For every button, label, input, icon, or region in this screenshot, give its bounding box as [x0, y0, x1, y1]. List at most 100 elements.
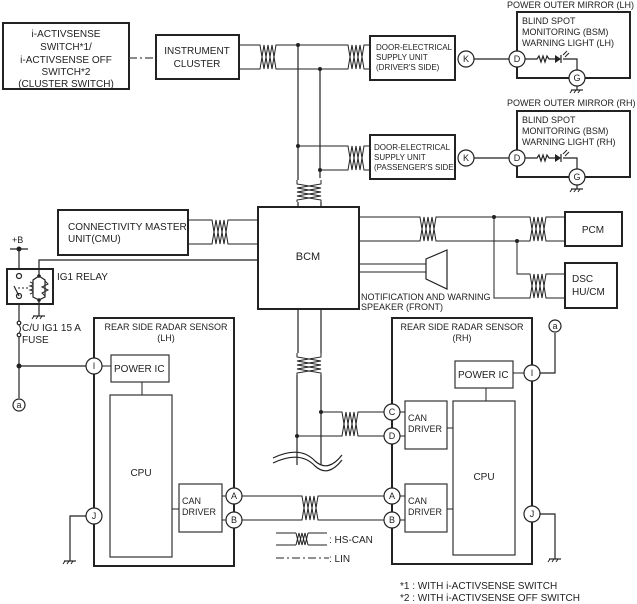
legend: : HS-CAN : LIN — [276, 532, 373, 565]
switch-label-4: SWITCH*2 — [42, 67, 91, 78]
legend-lin: : LIN — [276, 554, 350, 565]
switch-label-1: i-ACTIVSENSE — [32, 29, 101, 40]
door-passenger-label-2: SUPPLY UNIT — [374, 153, 426, 162]
plus-b-label: +B — [12, 235, 23, 245]
cmu-label-1: CONNECTIVITY MASTER — [68, 222, 187, 233]
svg-text:B: B — [389, 515, 395, 525]
footnote-1: *1 : WITH i-ACTIVSENSE SWITCH — [400, 581, 557, 592]
junction-a-right — [548, 319, 562, 333]
hs-can-bus-upper — [296, 43, 370, 207]
power-supply-circuit: +B IG1 RELAY C/U IG1 15 A FUSE a — [6, 235, 258, 412]
switch-label-3: i-ACTIVSENSE OFF — [20, 55, 112, 66]
bcm-label: BCM — [296, 251, 320, 263]
radar-rh-cpu: CPU — [473, 472, 494, 483]
hs-can-cluster — [239, 44, 370, 70]
pcm-label: PCM — [582, 225, 604, 236]
door-driver-label-2: SUPPLY UNIT — [376, 53, 428, 62]
svg-text:I: I — [531, 368, 534, 378]
bcm-module: BCM — [257, 206, 360, 310]
svg-text:a: a — [16, 400, 21, 410]
mirror-rh-module: POWER OUTER MIRROR (RH) BLIND SPOT MONIT… — [507, 98, 636, 193]
door-unit-driver: DOOR-ELECTRICAL SUPPLY UNIT (DRIVER'S SI… — [369, 35, 475, 81]
legend-lin-label: : LIN — [329, 554, 350, 565]
connector-a-rh — [383, 487, 401, 505]
hs-can-bus-lower — [272, 309, 384, 472]
connector-d-rh — [508, 149, 526, 167]
svg-text:K: K — [463, 153, 469, 163]
cmu-label-2: UNIT(CMU) — [68, 234, 121, 245]
ground-icon — [569, 188, 584, 193]
svg-text:A: A — [231, 491, 237, 501]
pcm-module: PCM — [564, 211, 623, 247]
led-lh-icon — [555, 55, 561, 63]
svg-text:D: D — [514, 153, 521, 163]
bsm-lh-label-2: MONITORING (BSM) — [522, 27, 608, 37]
door-passenger-label-3: (PASSENGER'S SIDE) — [374, 163, 457, 172]
fuse-label-2: FUSE — [22, 335, 49, 346]
door-unit-passenger: DOOR-ELECTRICAL SUPPLY UNIT (PASSENGER'S… — [369, 134, 475, 180]
door-passenger-label-1: DOOR-ELECTRICAL — [374, 143, 451, 152]
radar-lh-power-ic: POWER IC — [114, 364, 165, 375]
dsc-label-1: DSC — [572, 274, 593, 285]
radar-rh-can1-2: DRIVER — [408, 424, 443, 434]
radar-rh-power-ic: POWER IC — [458, 370, 509, 381]
switch-label-2: SWITCH*1/ — [40, 42, 92, 53]
legend-hs-can: : HS-CAN — [276, 532, 373, 546]
bsm-rh-label-2: MONITORING (BSM) — [522, 126, 608, 136]
dsc-label-2: HU/CM — [572, 287, 605, 298]
mirror-rh-title: POWER OUTER MIRROR (RH) — [507, 98, 636, 108]
radar-sensor-lh: REAR SIDE RADAR SENSOR (LH) POWER IC CPU… — [62, 317, 243, 567]
bsm-lh-label-3: WARNING LIGHT (LH) — [522, 38, 614, 48]
svg-text:a: a — [552, 321, 557, 331]
instrument-cluster-label-1: INSTRUMENT — [164, 46, 230, 57]
bsm-lh-label-1: BLIND SPOT — [522, 16, 576, 26]
instrument-cluster-module: INSTRUMENT CLUSTER — [155, 34, 240, 80]
svg-text:D: D — [389, 431, 396, 441]
speaker-module: NOTIFICATION AND WARNING SPEAKER (FRONT) — [359, 249, 491, 312]
svg-text:G: G — [573, 172, 580, 182]
connector-c-rh — [383, 403, 401, 421]
connector-d-lh — [508, 50, 526, 68]
fuse-label-1: C/U IG1 15 A — [22, 323, 81, 334]
junction-a-left — [12, 398, 26, 412]
hs-can-pcm-dsc — [359, 215, 565, 299]
cmu-module: CONNECTIVITY MASTER UNIT(CMU) — [57, 209, 189, 256]
svg-text:J: J — [530, 509, 535, 519]
radar-rh-can2-1: CAN — [408, 496, 427, 506]
speaker-label-1: NOTIFICATION AND WARNING — [361, 292, 491, 302]
wire-break-icon — [272, 456, 343, 472]
legend-hs-can-label: : HS-CAN — [329, 535, 373, 546]
ground-icon — [569, 89, 584, 94]
svg-text:K: K — [463, 54, 469, 64]
radar-lh-can-driver-2: DRIVER — [182, 507, 217, 517]
hs-can-radar-link — [242, 495, 384, 521]
radar-rh-can2-2: DRIVER — [408, 507, 443, 517]
svg-text:B: B — [231, 515, 237, 525]
speaker-icon — [425, 249, 448, 290]
led-rh-icon — [555, 154, 561, 162]
mirror-lh-module: POWER OUTER MIRROR (LH) BLIND SPOT MONIT… — [507, 0, 634, 94]
bsm-rh-label-1: BLIND SPOT — [522, 115, 576, 125]
radar-rh-title-2: (RH) — [453, 333, 472, 343]
radar-sensor-rh: REAR SIDE RADAR SENSOR (RH) POWER IC CPU… — [383, 317, 562, 565]
dsc-module: DSC HU/CM — [564, 262, 618, 309]
speaker-label-2: SPEAKER (FRONT) — [361, 302, 443, 312]
radar-lh-cpu: CPU — [130, 468, 151, 479]
connector-d-rh-radar — [383, 427, 401, 445]
ig1-relay-label: IG1 RELAY — [57, 272, 108, 283]
mirror-lh-title: POWER OUTER MIRROR (LH) — [507, 0, 634, 10]
connector-i-lh — [85, 357, 103, 375]
radar-rh-can1-1: CAN — [408, 413, 427, 423]
svg-text:G: G — [573, 73, 580, 83]
instrument-cluster-label-2: CLUSTER — [174, 59, 221, 70]
radar-rh-title-1: REAR SIDE RADAR SENSOR — [400, 322, 524, 332]
connector-b-rh — [383, 511, 401, 529]
svg-text:J: J — [92, 511, 97, 521]
footnote-2: *2 : WITH i-ACTIVSENSE OFF SWITCH — [400, 593, 580, 604]
radar-lh-can-driver-1: CAN — [182, 496, 201, 506]
svg-text:I: I — [93, 361, 96, 371]
door-driver-label-3: (DRIVER'S SIDE) — [376, 63, 440, 72]
svg-text:A: A — [389, 491, 395, 501]
svg-text:C: C — [389, 407, 396, 417]
